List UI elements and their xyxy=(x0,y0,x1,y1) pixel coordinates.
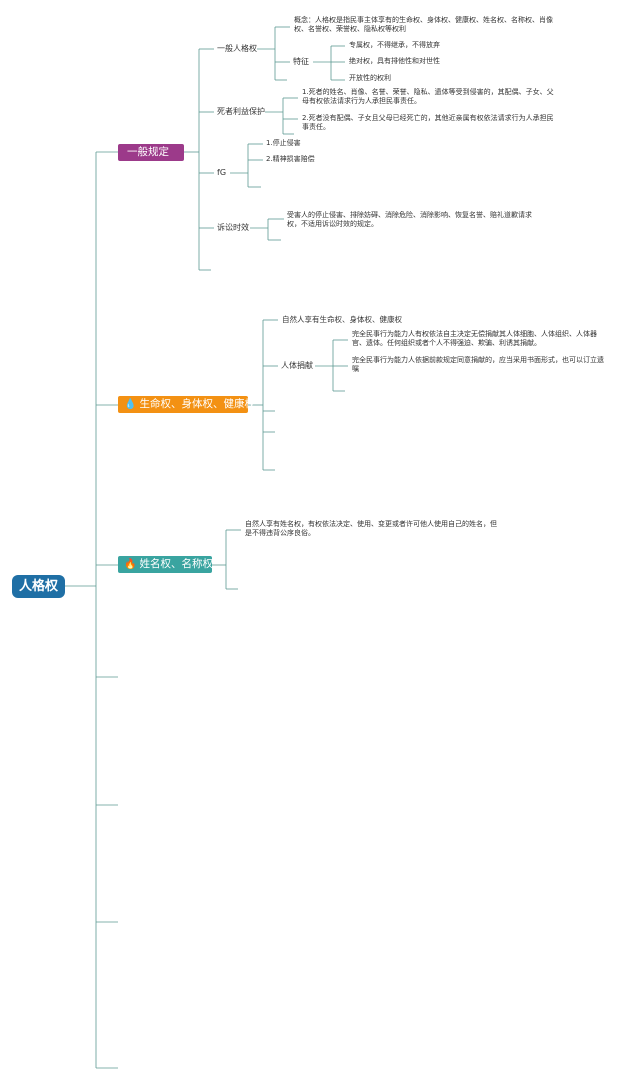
deceased-protection-node: 死者利益保护 xyxy=(217,107,265,116)
water-drop-icon: 💧 xyxy=(124,399,137,410)
root-node: 人格权 xyxy=(12,575,65,598)
remedy-item-2: 2.精神损害赔偿 xyxy=(266,155,315,163)
deceased-item-1: 1.死者的姓名、肖像、名誉、荣誉、隐私、遗体等受到侵害的，其配偶、子女、父母有权… xyxy=(302,88,554,106)
donation-item-1: 完全民事行为能力人有权依法自主决定无偿捐献其人体细胞、人体组织、人体器官、遗体。… xyxy=(352,330,597,348)
feature-item-1: 专属权，不得继承，不得放弃 xyxy=(349,41,440,49)
branch-general-label: 一般规定 xyxy=(127,146,169,158)
branch-general-node: 一般规定 xyxy=(118,144,184,161)
limitation-text: 受害人的停止侵害、排除妨碍、消除危险、消除影响、恢复名誉、赔礼道歉请求权，不适用… xyxy=(287,211,532,229)
branch-name-label: 姓名权、名称权 xyxy=(139,558,213,570)
feature-item-3: 开放性的权利 xyxy=(349,74,391,82)
branch-life-label: 生命权、身体权、健康权 xyxy=(139,398,255,410)
feature-node: 特征 xyxy=(293,57,309,66)
deceased-item-2: 2.死者没有配偶、子女且父母已经死亡的，其他近亲属有权依法请求行为人承担民事责任… xyxy=(302,114,554,132)
concept-text: 概念：人格权是指民事主体享有的生命权、身体权、健康权、姓名权、名称权、肖像权、名… xyxy=(294,16,553,34)
branch-name-node: 🔥姓名权、名称权 xyxy=(118,556,213,573)
name-right-text: 自然人享有姓名权，有权依法决定、使用、变更或者许可他人使用自己的姓名，但是不得违… xyxy=(245,520,497,538)
remedy-node: fG xyxy=(217,168,227,177)
donation-node: 人体捐献 xyxy=(281,361,313,370)
remedy-item-1: 1.停止侵害 xyxy=(266,139,301,147)
general-personality-node: 一般人格权 xyxy=(217,44,257,53)
feature-item-2: 绝对权，具有排他性和对世性 xyxy=(349,57,440,65)
donation-item-2: 完全民事行为能力人依据前款规定同意捐献的，应当采用书面形式，也可以订立遗嘱 xyxy=(352,356,604,374)
limitation-node: 诉讼时效 xyxy=(217,223,249,232)
fire-icon: 🔥 xyxy=(124,559,137,570)
life-enjoy-text: 自然人享有生命权、身体权、健康权 xyxy=(282,315,402,324)
branch-life-node: 💧生命权、身体权、健康权 xyxy=(118,396,255,413)
